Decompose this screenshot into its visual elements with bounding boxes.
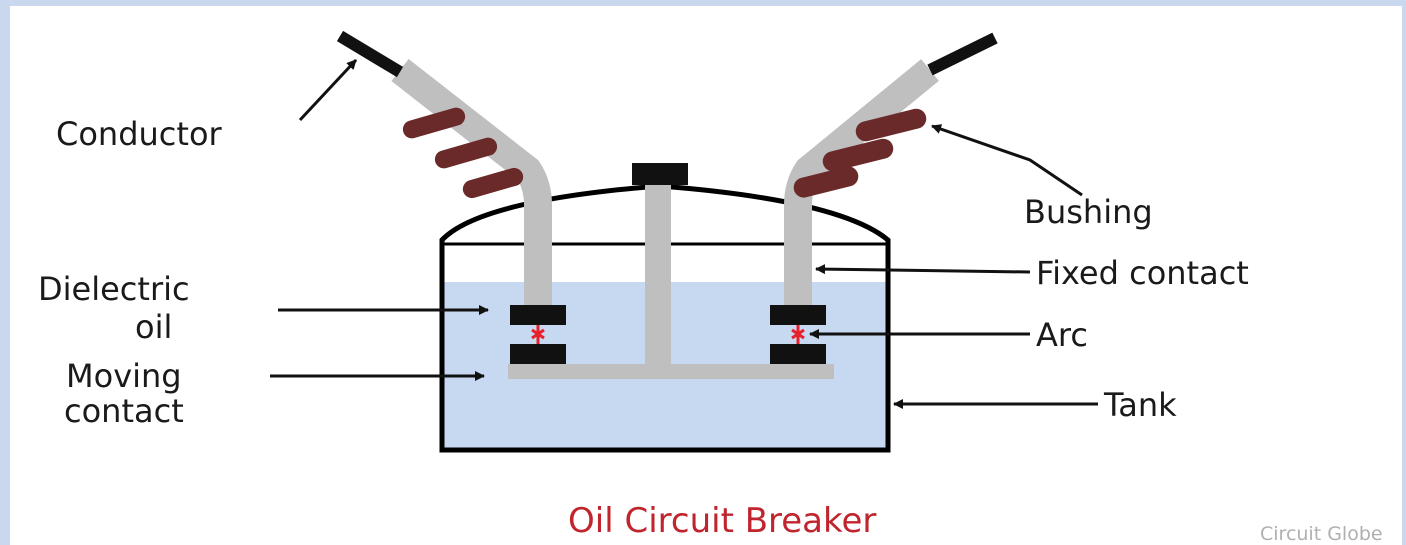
left-fixed-contact-block: [510, 305, 566, 325]
right-fixed-contact-block: [770, 305, 826, 325]
label-moving-contact-line2: contact: [64, 392, 184, 430]
operating-rod: [645, 183, 671, 373]
label-arc: Arc: [1036, 316, 1088, 354]
left-bushing-disc: [434, 137, 498, 169]
left-moving-contact-block: [510, 344, 566, 364]
left-arc: [531, 325, 545, 344]
label-bushing: Bushing: [1024, 193, 1153, 231]
operating-rod-cap: [632, 163, 688, 185]
watermark: Circuit Globe: [1260, 523, 1383, 545]
left-conductor-tip: [336, 30, 404, 78]
conductor-arrow: [298, 58, 358, 122]
label-fixed-contact: Fixed contact: [1036, 254, 1249, 292]
diagram-title: Oil Circuit Breaker: [568, 501, 876, 541]
left-bushing: [402, 107, 524, 199]
label-conductor: Conductor: [56, 115, 223, 153]
right-bushing-disc: [822, 138, 894, 172]
right-bushing-disc: [793, 166, 859, 198]
canvas-area: [10, 6, 1402, 545]
right-moving-contact-block: [770, 344, 826, 364]
label-dielectric-oil-line1: Dielectric: [38, 270, 190, 308]
label-moving-contact-line1: Moving: [66, 357, 182, 395]
right-bushing-disc: [855, 108, 927, 142]
left-bushing-disc: [402, 107, 466, 139]
label-tank: Tank: [1103, 386, 1177, 424]
right-bushing: [793, 108, 927, 198]
fixed-contact-arrow: [815, 264, 1031, 275]
right-conductor-tip: [927, 32, 998, 76]
bushing-arrow: [931, 124, 1083, 197]
moving-contact-bar: [508, 364, 834, 379]
right-arc: [791, 325, 805, 344]
left-conductor: [391, 58, 552, 305]
label-dielectric-oil-line2: oil: [135, 308, 172, 346]
left-bushing-disc: [462, 167, 524, 199]
